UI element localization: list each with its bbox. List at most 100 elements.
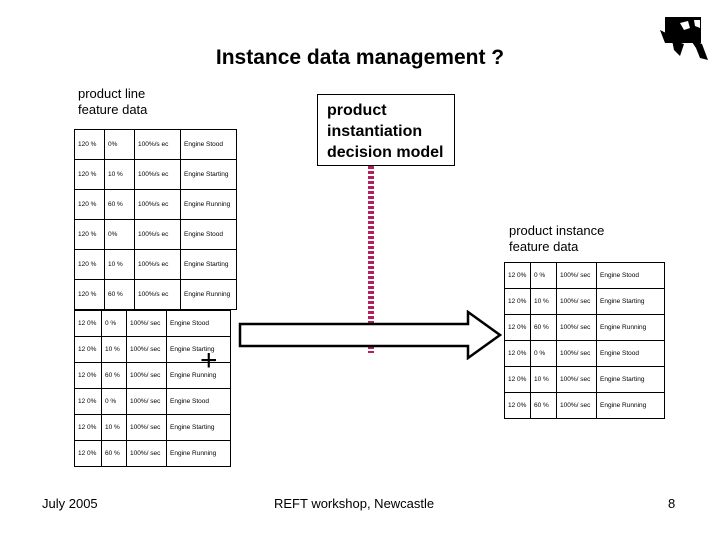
table-cell: 60 %	[101, 440, 127, 467]
table-cell: 10 %	[101, 414, 127, 441]
table-cell: 10 %	[530, 366, 557, 393]
table-cell: 12 0%	[504, 392, 531, 419]
table-cell: 120 %	[74, 189, 105, 220]
table-cell: 0%	[104, 129, 135, 160]
footer-date: July 2005	[42, 496, 98, 511]
table-cell: 10 %	[104, 249, 135, 280]
table-cell: 100%/ sec	[556, 340, 597, 367]
table-cell: 100%/ sec	[556, 288, 597, 315]
table-cell: 60 %	[530, 392, 557, 419]
table-cell: 12 0%	[504, 366, 531, 393]
table-cell: 100%/s ec	[134, 189, 181, 220]
table-cell: 10 %	[101, 336, 127, 363]
table-cell: 100%/ sec	[556, 366, 597, 393]
right-arrow-icon	[238, 310, 502, 360]
table-cell: 60 %	[104, 279, 135, 310]
table-cell: 12 0%	[504, 262, 531, 289]
table-cell: Engine Stood	[166, 310, 231, 337]
table-cell: 100%/ sec	[126, 414, 167, 441]
table-cell: 10 %	[104, 159, 135, 190]
table-cell: 10 %	[530, 288, 557, 315]
table-cell: Engine Stood	[180, 129, 237, 160]
table-cell: 60 %	[530, 314, 557, 341]
table-cell: 12 0%	[504, 340, 531, 367]
table-cell: 100%/s ec	[134, 159, 181, 190]
table-cell: 100%/s ec	[134, 279, 181, 310]
table-cell: Engine Running	[166, 440, 231, 467]
table-cell: Engine Running	[180, 279, 237, 310]
table-cell: 120 %	[74, 249, 105, 280]
dotted-connector	[368, 166, 374, 353]
decision-model-box: product instantiation decision model	[317, 94, 455, 166]
plus-sign: +	[200, 344, 218, 377]
table-cell: 12 0%	[74, 310, 102, 337]
table-cell: 100%/s ec	[134, 219, 181, 250]
slide-title: Instance data management ?	[215, 46, 505, 69]
table-cell: 60 %	[104, 189, 135, 220]
table-cell: 100%/ sec	[126, 388, 167, 415]
table-cell: 0 %	[530, 262, 557, 289]
table-cell: 0 %	[101, 310, 127, 337]
table-cell: Engine Running	[596, 392, 665, 419]
table-cell: 100%/s ec	[134, 129, 181, 160]
table-cell: 12 0%	[504, 288, 531, 315]
table-cell: Engine Starting	[596, 366, 665, 393]
table-cell: Engine Stood	[596, 340, 665, 367]
table-cell: 0 %	[530, 340, 557, 367]
footer-event: REFT workshop, Newcastle	[274, 496, 435, 511]
table-cell: 100%/ sec	[556, 262, 597, 289]
table-cell: 120 %	[74, 219, 105, 250]
table-cell: 12 0%	[74, 414, 102, 441]
bird-logo-icon	[660, 17, 708, 60]
table-cell: Engine Stood	[596, 262, 665, 289]
table-cell: 0 %	[101, 388, 127, 415]
table-cell: Engine Stood	[166, 388, 231, 415]
table-cell: 12 0%	[74, 336, 102, 363]
table-cell: 100%/ sec	[126, 336, 167, 363]
table-cell: Engine Starting	[180, 249, 237, 280]
product-line-label: product line feature data	[78, 86, 148, 117]
table-cell: 12 0%	[74, 440, 102, 467]
table-cell: 120 %	[74, 279, 105, 310]
table-cell: Engine Stood	[180, 219, 237, 250]
table-cell: 12 0%	[74, 388, 102, 415]
table-cell: 120 %	[74, 159, 105, 190]
table-cell: Engine Starting	[166, 414, 231, 441]
table-cell: 100%/s ec	[134, 249, 181, 280]
table-cell: Engine Running	[596, 314, 665, 341]
table-cell: 12 0%	[74, 362, 102, 389]
page-number: 8	[668, 496, 676, 511]
table-cell: 100%/ sec	[126, 310, 167, 337]
table-cell: 12 0%	[504, 314, 531, 341]
table-cell: Engine Running	[166, 362, 231, 389]
table-cell: 120 %	[74, 129, 105, 160]
table-cell: Engine Starting	[596, 288, 665, 315]
table-cell: 60 %	[101, 362, 127, 389]
table-cell: Engine Running	[180, 189, 237, 220]
table-cell: Engine Starting	[166, 336, 231, 363]
table-cell: 0%	[104, 219, 135, 250]
table-cell: 100%/ sec	[126, 362, 167, 389]
table-cell: 100%/ sec	[556, 392, 597, 419]
